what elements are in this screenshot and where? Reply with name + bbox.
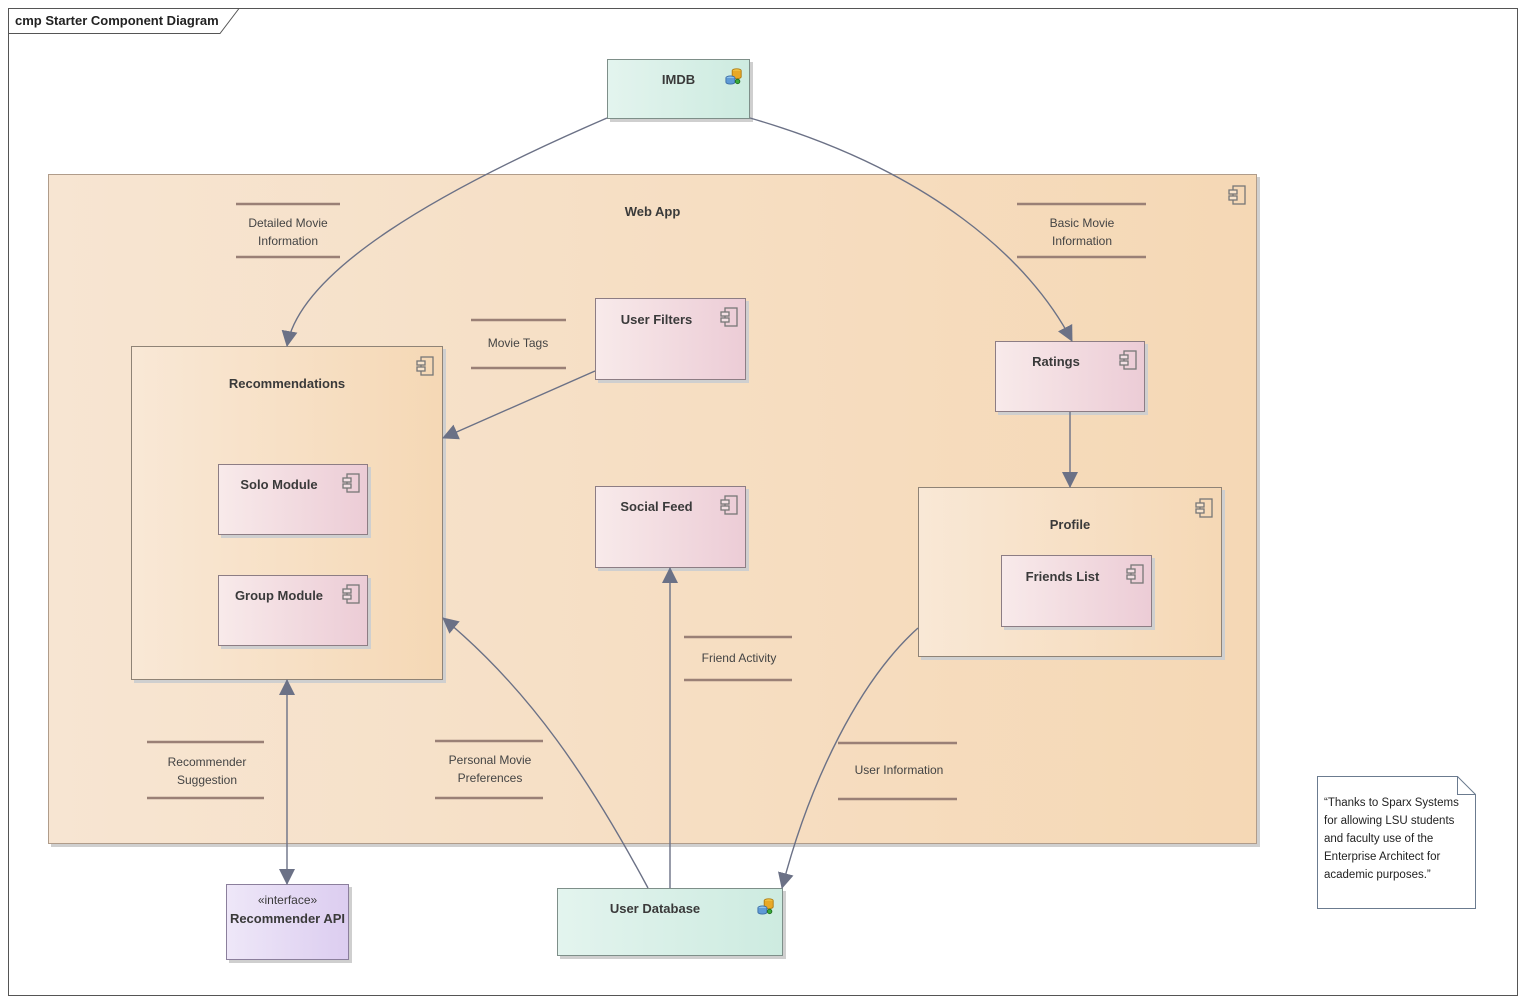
- acknowledgement-note[interactable]: “Thanks to Sparx Systems for allowing LS…: [1317, 776, 1476, 909]
- label-line: Recommender: [167, 755, 247, 769]
- database-icon: [757, 898, 774, 915]
- note-line: for allowing LSU students: [1324, 815, 1455, 827]
- database-icon: [725, 68, 742, 85]
- component-icon: [720, 307, 738, 327]
- note-line: “Thanks to Sparx Systems: [1324, 797, 1459, 809]
- label-movie-tags: Movie Tags: [487, 336, 549, 350]
- label-line: Personal Movie: [448, 753, 532, 767]
- solo-module-title: Solo Module: [240, 477, 318, 492]
- ratings-title: Ratings: [1032, 354, 1080, 369]
- note-text: “Thanks to Sparx Systems for allowing LS…: [1324, 794, 1474, 884]
- friends-list-title: Friends List: [1025, 569, 1100, 584]
- imdb-database[interactable]: IMDB: [607, 59, 750, 119]
- label-friend-activity: Friend Activity: [701, 651, 777, 665]
- interface-stereotype: «interface»: [257, 893, 318, 907]
- profile-title: Profile: [1049, 517, 1091, 532]
- label-recommender-suggestion: Recommender Suggestion: [147, 753, 267, 789]
- frame-title: cmp Starter Component Diagram: [15, 13, 219, 28]
- label-line: Information: [1051, 234, 1113, 248]
- note-line: academic purposes.”: [1324, 869, 1431, 881]
- recommender-api-title: Recommender API: [229, 911, 346, 926]
- user-database[interactable]: User Database: [557, 888, 783, 956]
- diagram-frame: [8, 8, 1518, 996]
- frame-tab: [8, 8, 240, 34]
- component-icon: [1119, 350, 1137, 370]
- recommender-api-interface[interactable]: «interface» Recommender API: [226, 884, 349, 960]
- friends-list-component[interactable]: Friends List: [1001, 555, 1152, 627]
- imdb-title: IMDB: [661, 72, 696, 87]
- social-feed-component[interactable]: Social Feed: [595, 486, 746, 568]
- label-user-information: User Information: [854, 763, 944, 777]
- component-icon: [720, 495, 738, 515]
- group-module-component[interactable]: Group Module: [218, 575, 368, 646]
- ratings-component[interactable]: Ratings: [995, 341, 1145, 412]
- label-detailed-movie-information: Detailed Movie Information: [230, 214, 346, 250]
- component-icon: [342, 584, 360, 604]
- social-feed-title: Social Feed: [620, 499, 693, 514]
- component-icon: [1195, 498, 1213, 518]
- recommendations-title: Recommendations: [228, 376, 346, 391]
- label-line: Preferences: [457, 771, 523, 785]
- component-icon: [1228, 185, 1246, 205]
- note-line: and faculty use of the: [1324, 833, 1434, 845]
- component-icon: [342, 473, 360, 493]
- web-app-title: Web App: [624, 204, 681, 219]
- group-module-title: Group Module: [234, 588, 324, 603]
- label-line: Detailed Movie: [248, 216, 328, 230]
- component-icon: [416, 356, 434, 376]
- user-filters-title: User Filters: [620, 312, 693, 327]
- user-filters-component[interactable]: User Filters: [595, 298, 746, 380]
- component-icon: [1126, 564, 1144, 584]
- user-database-title: User Database: [609, 901, 701, 916]
- label-line: Basic Movie: [1049, 216, 1115, 230]
- label-basic-movie-information: Basic Movie Information: [1022, 214, 1142, 250]
- label-personal-movie-preferences: Personal Movie Preferences: [430, 751, 550, 787]
- label-line: Information: [257, 234, 319, 248]
- note-line: Enterprise Architect for: [1324, 851, 1441, 863]
- solo-module-component[interactable]: Solo Module: [218, 464, 368, 535]
- label-line: Suggestion: [176, 773, 238, 787]
